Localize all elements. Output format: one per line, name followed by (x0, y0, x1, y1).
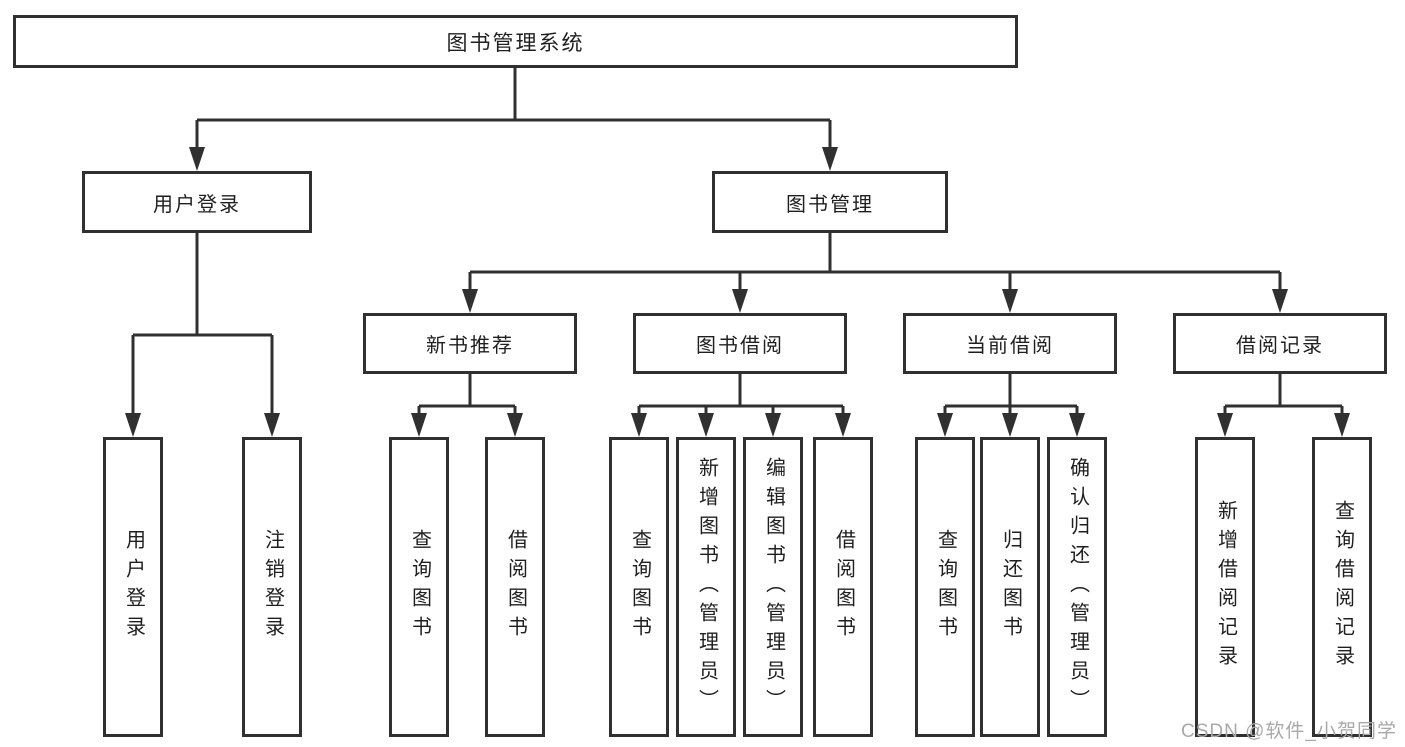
node-label: 新增借阅记录 (1214, 500, 1237, 674)
leaf-borrowing-borrow-books: 借阅图书 (813, 437, 873, 737)
node-label: 新增图书（管理员） (695, 456, 718, 718)
leaf-records-add-borrow-record: 新增借阅记录 (1195, 437, 1255, 737)
node-label: 新书推荐 (426, 335, 514, 357)
node-label: 查询图书 (408, 529, 431, 645)
leaf-borrowing-add-books-admin: 新增图书（管理员） (676, 437, 736, 737)
node-label: 当前借阅 (966, 335, 1054, 357)
leaf-current-return-books: 归还图书 (980, 437, 1040, 737)
node-label: 借阅记录 (1236, 335, 1324, 357)
leaf-records-query-borrow-record: 查询借阅记录 (1312, 437, 1372, 737)
leaf-current-query-books: 查询图书 (915, 437, 975, 737)
node-label: 编辑图书（管理员） (762, 456, 785, 718)
leaf-current-confirm-return-admin: 确认归还（管理员） (1047, 437, 1107, 737)
leaf-borrowing-query-books: 查询图书 (609, 437, 669, 737)
node-new-book-recommend: 新书推荐 (363, 313, 577, 374)
node-current-borrowing: 当前借阅 (903, 313, 1117, 374)
node-label: 注销登录 (261, 529, 284, 645)
node-label: 借阅图书 (832, 529, 855, 645)
leaf-borrowing-edit-books-admin: 编辑图书（管理员） (743, 437, 803, 737)
node-label: 查询借阅记录 (1331, 500, 1354, 674)
node-label: 图书管理 (786, 193, 874, 216)
node-book-management-branch: 图书管理 (712, 171, 948, 233)
node-label: 用户登录 (153, 193, 241, 216)
leaf-recommend-borrow-books: 借阅图书 (485, 437, 545, 737)
leaf-user-login: 用户登录 (103, 437, 163, 737)
node-label: 查询图书 (934, 529, 957, 645)
node-library-management-system: 图书管理系统 (13, 15, 1018, 68)
node-book-borrowing: 图书借阅 (633, 313, 847, 374)
node-label: 用户登录 (122, 529, 145, 645)
node-label: 归还图书 (999, 529, 1022, 645)
node-borrowing-records: 借阅记录 (1173, 313, 1387, 374)
node-label: 确认归还（管理员） (1066, 456, 1089, 718)
arrow-heads (125, 147, 1350, 437)
csdn-watermark: CSDN @软件_小贺同学 (1181, 721, 1397, 742)
node-label: 借阅图书 (504, 529, 527, 645)
leaf-recommend-query-books: 查询图书 (389, 437, 449, 737)
node-label: 图书管理系统 (446, 31, 585, 55)
node-user-login-branch: 用户登录 (82, 171, 312, 233)
node-label: 图书借阅 (696, 335, 784, 357)
node-label: 查询图书 (628, 529, 651, 645)
leaf-logout: 注销登录 (242, 437, 302, 737)
